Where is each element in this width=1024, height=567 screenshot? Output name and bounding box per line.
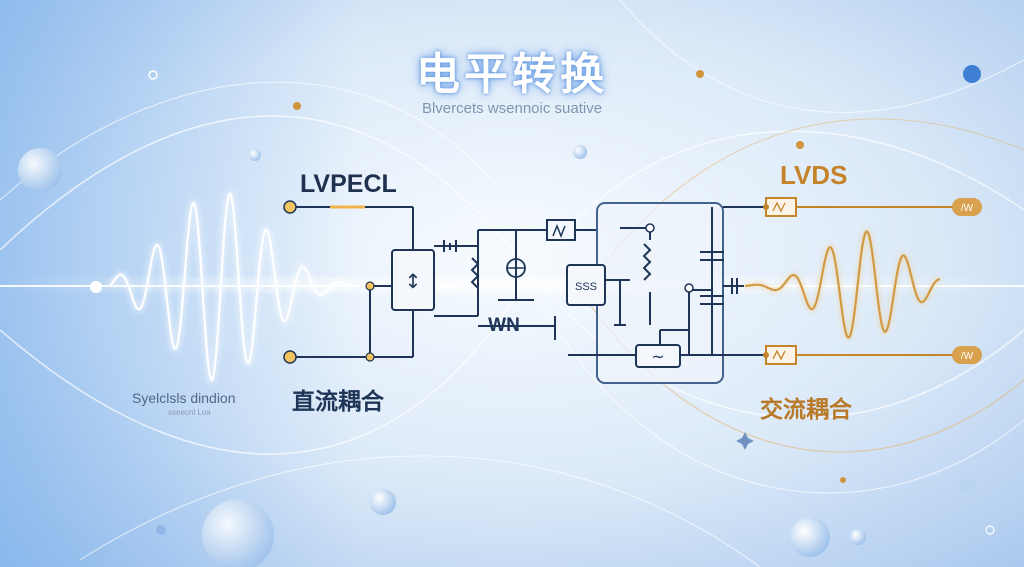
left-ground-node: [365, 352, 375, 362]
right-waveform: [744, 228, 941, 341]
left-waveform: [106, 187, 352, 387]
right-circuit: [546, 202, 766, 384]
left-circuit: [290, 205, 598, 358]
right-bottom-port-label: /W: [961, 351, 974, 362]
left-chip-arrow-icon: ↕: [405, 269, 422, 293]
left-signal-label: LVPECL: [300, 170, 397, 198]
right-top-port-label: /W: [961, 203, 974, 214]
right-top-junction: [763, 204, 769, 210]
left-resistor-label: WN: [488, 315, 520, 336]
left-junction-node: [365, 281, 375, 291]
decorative-orbs: [18, 65, 995, 567]
left-coupling-caption: 直流耦合: [292, 389, 384, 415]
right-coupling-caption: 交流耦合: [760, 397, 852, 423]
right-resistor-icon: [642, 243, 652, 281]
left-signal-node: [90, 281, 102, 293]
left-resistor-icon: [470, 257, 480, 289]
left-signal-note: Syelclsls dindion: [132, 390, 236, 406]
right-signal-label: LVDS: [780, 160, 848, 190]
right-top-node: [645, 223, 655, 233]
sparkle-icon: [736, 432, 754, 450]
middle-chip-label: SSS: [575, 281, 597, 293]
page-subtitle: Blvercets wsennoic suative: [421, 100, 603, 117]
page-title: 电平转换: [416, 49, 608, 100]
left-bottom-input-node: [283, 350, 297, 364]
filter-chip-wave-icon: ~: [651, 347, 664, 366]
right-bottom-output-port: [952, 346, 982, 364]
right-top-output-port: [952, 198, 982, 216]
right-bottom-junction: [763, 352, 769, 358]
right-mid-node: [684, 283, 694, 293]
left-top-input-node: [283, 200, 297, 214]
left-signal-note-small: sseecnl Loa: [168, 408, 211, 417]
